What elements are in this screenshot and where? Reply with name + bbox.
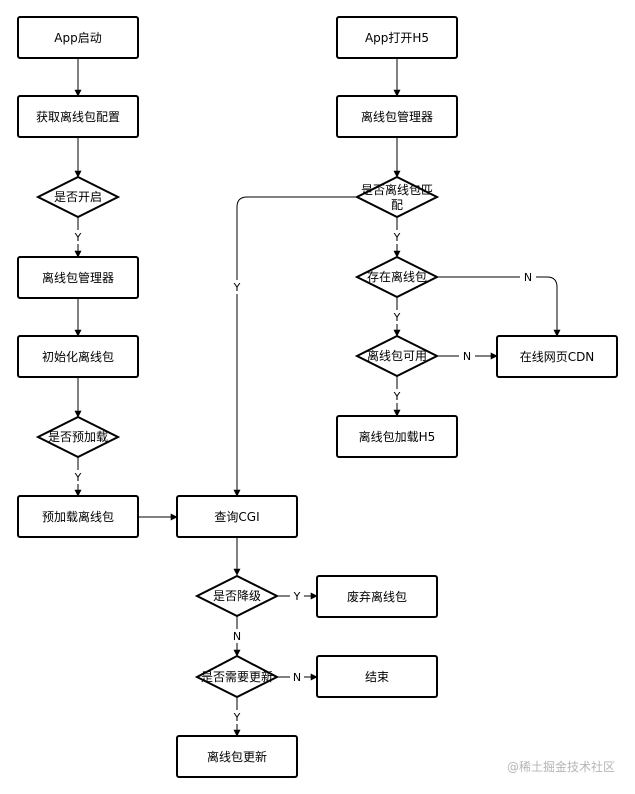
node-manager-right xyxy=(336,95,458,138)
node-preload-pkg xyxy=(17,495,139,538)
label-need-update: 是否需要更新 xyxy=(201,669,273,684)
label-app-start: App启动 xyxy=(54,31,101,45)
label-get-config: 获取离线包配置 xyxy=(36,109,120,124)
label-discard-pkg: 废弃离线包 xyxy=(347,589,407,604)
label-load-h5: 离线包加载H5 xyxy=(359,429,436,444)
label-manager-right: 离线包管理器 xyxy=(361,109,433,124)
label-downgrade-no: N xyxy=(233,630,241,643)
watermark: @稀土掘金技术社区 xyxy=(507,759,615,774)
label-usable-yes: Y xyxy=(393,390,401,403)
label-update-no: N xyxy=(293,671,301,684)
label-downgrade-yes: Y xyxy=(293,590,301,603)
node-query-cgi xyxy=(176,495,298,538)
label-end: 结束 xyxy=(365,670,389,684)
label-is-enabled: 是否开启 xyxy=(54,190,102,204)
node-discard-pkg xyxy=(316,575,438,618)
label-pkg-match-line1: 是否离线包匹 xyxy=(361,182,433,197)
label-query-cgi: 查询CGI xyxy=(214,510,259,524)
label-match-yes-down: Y xyxy=(393,231,401,244)
node-end xyxy=(316,655,438,698)
node-get-config xyxy=(17,95,139,138)
label-has-pkg: 存在离线包 xyxy=(367,269,427,284)
node-pkg-match xyxy=(354,175,440,219)
node-init-pkg xyxy=(17,335,139,378)
label-preload-pkg: 预加载离线包 xyxy=(42,509,114,524)
label-is-downgrade: 是否降级 xyxy=(213,589,261,603)
label-init-pkg: 初始化离线包 xyxy=(42,349,114,364)
label-update-yes: Y xyxy=(233,711,241,724)
label-has-pkg-yes: Y xyxy=(393,311,401,324)
node-app-open-h5 xyxy=(336,16,458,59)
node-update-pkg xyxy=(176,735,298,778)
node-manager-left xyxy=(17,256,139,299)
node-online-cdn xyxy=(496,335,618,378)
node-is-downgrade xyxy=(194,574,280,618)
node-need-update xyxy=(194,654,280,699)
edge-has-pkg-to-cdn xyxy=(437,276,561,337)
node-is-enabled xyxy=(35,175,121,219)
label-has-pkg-no: N xyxy=(524,271,532,284)
label-match-yes-left: Y xyxy=(233,281,241,294)
label-update-pkg: 离线包更新 xyxy=(207,749,267,764)
node-is-preload xyxy=(35,415,121,459)
label-enabled-yes: Y xyxy=(74,231,82,244)
node-has-pkg xyxy=(354,255,440,299)
edge-match-to-cgi xyxy=(233,196,357,497)
label-pkg-match-line2: 配 xyxy=(391,198,403,212)
label-preload-yes: Y xyxy=(74,471,82,484)
label-pkg-usable: 离线包可用 xyxy=(367,348,427,363)
label-online-cdn: 在线网页CDN xyxy=(520,350,595,364)
node-app-start xyxy=(17,16,139,59)
label-manager-left: 离线包管理器 xyxy=(42,270,114,285)
edge-labels: Y Y Y Y N Y N Y Y N N Y xyxy=(71,230,536,724)
node-load-h5 xyxy=(336,415,458,458)
label-app-open-h5: App打开H5 xyxy=(365,31,429,45)
node-pkg-usable xyxy=(354,334,440,378)
label-usable-no: N xyxy=(463,350,471,363)
label-is-preload: 是否预加载 xyxy=(48,430,108,444)
